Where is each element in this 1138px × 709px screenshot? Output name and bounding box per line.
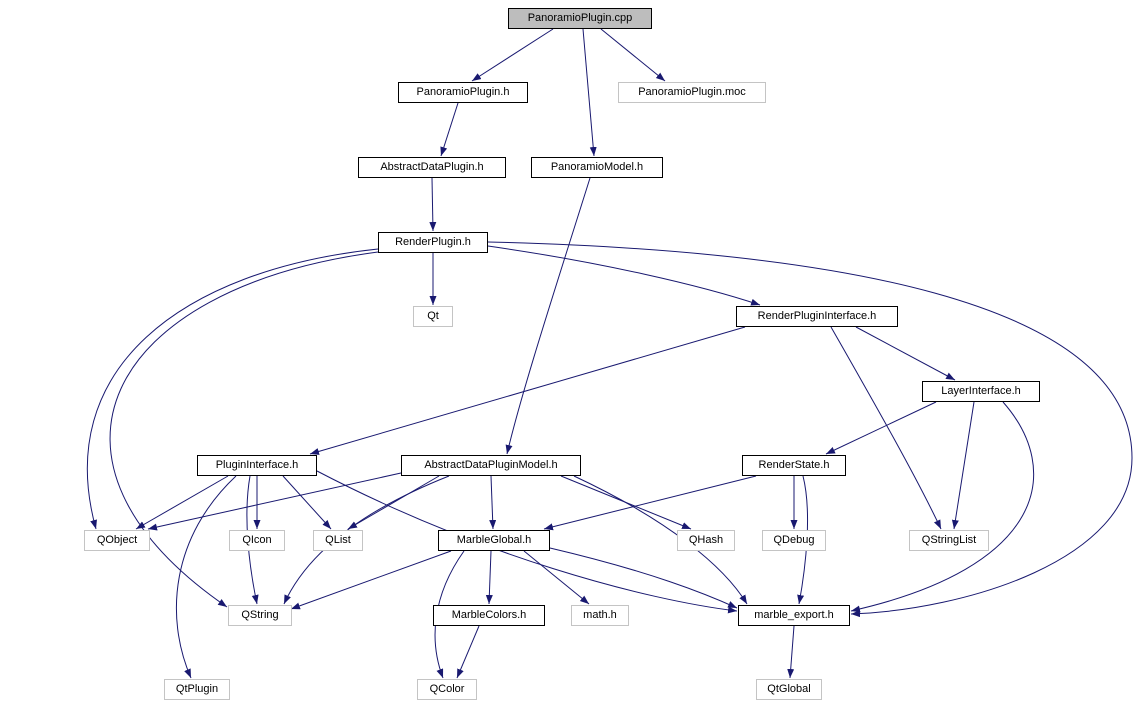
- node-marbleglobal-h[interactable]: MarbleGlobal.h: [438, 530, 550, 551]
- node-marble-export-h[interactable]: marble_export.h: [738, 605, 850, 626]
- edge-renderplugin-h-to-marble-export-h: [487, 241, 1133, 618]
- node-qstringlist[interactable]: QStringList: [909, 530, 989, 551]
- edge-plugininterface-h-to-qobject: [135, 475, 229, 530]
- edge-abstractdatapluginmodel-h-to-qlist: [347, 475, 440, 530]
- edge-layerinterface-h-to-marble-export-h: [850, 401, 1034, 613]
- node-qstring[interactable]: QString: [228, 605, 292, 626]
- edge-plugininterface-h-to-qlist: [282, 475, 332, 530]
- edge-marble-export-h-to-qtglobal: [787, 625, 795, 679]
- node-layerinterface-h[interactable]: LayerInterface.h: [922, 381, 1040, 402]
- node-panoramioplugin-moc[interactable]: PanoramioPlugin.moc: [618, 82, 766, 103]
- edge-plugininterface-h-to-qtplugin: [175, 475, 237, 679]
- node-plugininterface-h[interactable]: PluginInterface.h: [197, 455, 317, 476]
- node-qicon[interactable]: QIcon: [229, 530, 285, 551]
- edge-renderplugininterface-h-to-qstringlist: [830, 326, 942, 530]
- node-qhash[interactable]: QHash: [677, 530, 735, 551]
- edge-panoramioplugin-h-to-abstractdataplugin-h: [440, 102, 459, 157]
- edge-marblecolors-h-to-qcolor: [456, 625, 480, 679]
- edge-renderplugininterface-h-to-layerinterface-h: [855, 326, 956, 381]
- node-marblecolors-h[interactable]: MarbleColors.h: [433, 605, 545, 626]
- edge-abstractdatapluginmodel-h-to-marbleglobal-h: [489, 475, 497, 530]
- edge-layerinterface-h-to-qstringlist: [951, 401, 975, 530]
- node-panoramioplugin-cpp: PanoramioPlugin.cpp: [508, 8, 652, 29]
- edge-renderplugin-h-to-renderplugininterface-h: [487, 245, 761, 306]
- edge-panoramioplugin-cpp-to-panoramiomodel-h: [582, 28, 597, 157]
- edge-marbleglobal-h-to-marblecolors-h: [485, 550, 493, 605]
- edge-abstractdataplugin-h-to-renderplugin-h: [429, 177, 437, 232]
- edge-renderplugininterface-h-to-plugininterface-h: [309, 326, 746, 455]
- edge-panoramiomodel-h-to-abstractdatapluginmodel-h: [505, 177, 591, 455]
- node-renderplugin-h[interactable]: RenderPlugin.h: [378, 232, 488, 253]
- edge-renderstate-h-to-marbleglobal-h: [543, 475, 757, 531]
- edge-marbleglobal-h-to-math-h: [523, 550, 590, 605]
- node-renderstate-h[interactable]: RenderState.h: [742, 455, 846, 476]
- edge-renderplugin-h-to-qobject: [86, 248, 379, 530]
- edge-panoramioplugin-cpp-to-panoramioplugin-moc: [600, 28, 666, 82]
- node-qobject[interactable]: QObject: [84, 530, 150, 551]
- node-qdebug[interactable]: QDebug: [762, 530, 826, 551]
- node-qtplugin[interactable]: QtPlugin: [164, 679, 230, 700]
- edge-layerinterface-h-to-renderstate-h: [825, 401, 937, 455]
- node-panoramiomodel-h[interactable]: PanoramioModel.h: [531, 157, 663, 178]
- node-panoramioplugin-h[interactable]: PanoramioPlugin.h: [398, 82, 528, 103]
- edge-plugininterface-h-to-marble-export-h: [316, 470, 738, 614]
- edge-abstractdatapluginmodel-h-to-qobject: [147, 472, 402, 531]
- node-math-h[interactable]: math.h: [571, 605, 629, 626]
- node-renderplugininterface-h[interactable]: RenderPluginInterface.h: [736, 306, 898, 327]
- node-qlist[interactable]: QList: [313, 530, 363, 551]
- edge-renderplugin-h-to-qstring: [109, 251, 379, 608]
- node-qcolor[interactable]: QColor: [417, 679, 477, 700]
- node-abstractdataplugin-h[interactable]: AbstractDataPlugin.h: [358, 157, 506, 178]
- node-qtglobal[interactable]: QtGlobal: [756, 679, 822, 700]
- edge-marbleglobal-h-to-qstring: [290, 550, 452, 610]
- node-qt[interactable]: Qt: [413, 306, 453, 327]
- edge-marbleglobal-h-to-marble-export-h: [549, 547, 738, 609]
- edge-panoramioplugin-cpp-to-panoramioplugin-h: [471, 28, 554, 82]
- node-abstractdatapluginmodel-h[interactable]: AbstractDataPluginModel.h: [401, 455, 581, 476]
